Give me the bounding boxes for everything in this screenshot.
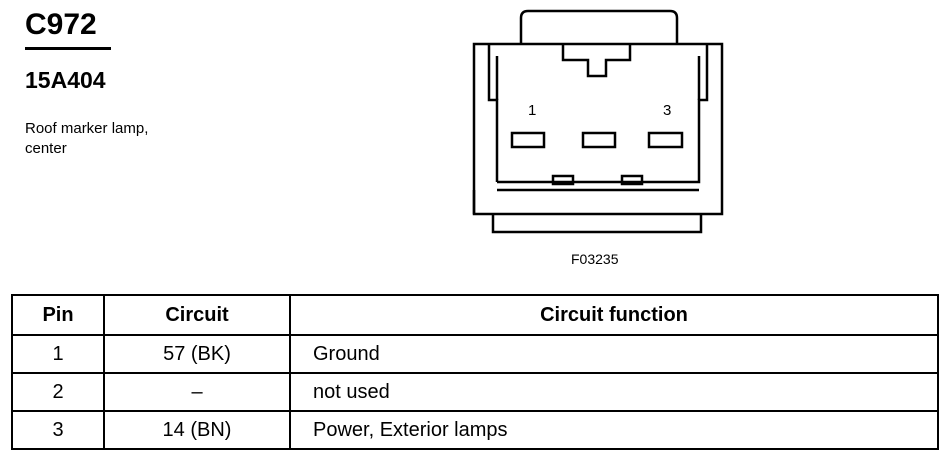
connector-base bbox=[472, 190, 703, 234]
key-notch bbox=[495, 44, 701, 100]
pinout-table: Pin Circuit Circuit function 1 57 (BK) G… bbox=[11, 294, 939, 450]
description-line-2: center bbox=[25, 140, 67, 157]
circuit-cell: – bbox=[103, 372, 291, 412]
function-cell: Power, Exterior lamps bbox=[289, 410, 939, 450]
function-cell: not used bbox=[289, 372, 939, 412]
figure-code: F03235 bbox=[571, 251, 619, 267]
pin-label-left: 1 bbox=[528, 102, 536, 119]
connector-id-underline bbox=[25, 47, 111, 50]
table-row: 1 57 (BK) Ground bbox=[11, 334, 939, 374]
table-row: 2 – not used bbox=[11, 372, 939, 412]
header-function: Circuit function bbox=[289, 294, 939, 336]
connector-face-diagram: 1 3 bbox=[472, 9, 724, 234]
terminal-3 bbox=[647, 131, 684, 149]
terminal-1 bbox=[510, 131, 546, 149]
circuit-cell: 57 (BK) bbox=[103, 334, 291, 374]
description-line-1: Roof marker lamp, bbox=[25, 120, 149, 137]
table-header-row: Pin Circuit Circuit function bbox=[11, 294, 939, 336]
pin-cell: 2 bbox=[11, 372, 105, 412]
connector-id: C972 bbox=[25, 8, 97, 41]
connector-latch bbox=[519, 9, 679, 44]
pin-cell: 3 bbox=[11, 410, 105, 450]
part-number: 15A404 bbox=[25, 67, 106, 93]
header-circuit: Circuit bbox=[103, 294, 291, 336]
connector-body bbox=[472, 42, 724, 216]
tab-right bbox=[620, 174, 644, 186]
tab-left bbox=[551, 174, 575, 186]
header-pin: Pin bbox=[11, 294, 105, 336]
circuit-cell: 14 (BN) bbox=[103, 410, 291, 450]
connector-description: Roof marker lamp, center bbox=[25, 119, 225, 159]
connector-cavity bbox=[487, 44, 709, 192]
function-cell: Ground bbox=[289, 334, 939, 374]
pin-cell: 1 bbox=[11, 334, 105, 374]
table-row: 3 14 (BN) Power, Exterior lamps bbox=[11, 410, 939, 450]
terminal-2 bbox=[581, 131, 617, 149]
pin-label-right: 3 bbox=[663, 102, 671, 119]
